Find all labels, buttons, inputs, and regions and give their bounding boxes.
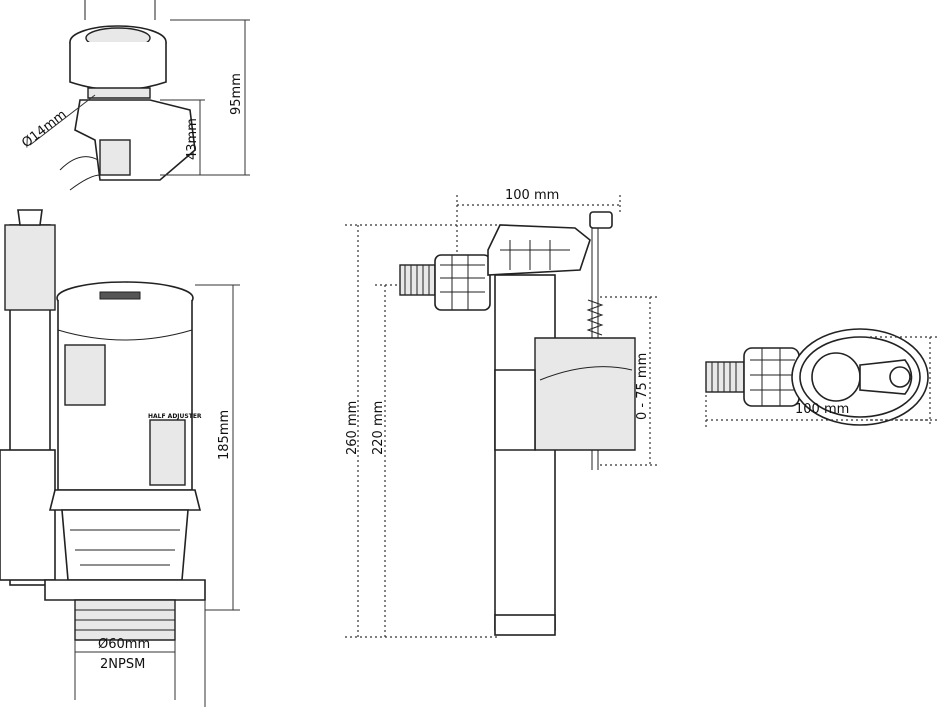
fill-valve-total-height-label: 260 mm xyxy=(345,401,360,455)
push-button-assembly: Ø14mm 43mm 95mm xyxy=(19,0,250,191)
button-small-height-label: 43mm xyxy=(185,118,200,160)
fill-valve-inlet-height-label: 220 mm xyxy=(371,401,386,455)
button-total-height-label: 95mm xyxy=(229,73,244,115)
top-view-width-label: 100 mm xyxy=(795,402,849,417)
fill-valve-top: 100 mm xyxy=(705,328,940,430)
flush-valve-diameter-label: Ø60mm xyxy=(98,637,150,652)
flush-valve-thread-label: 2NPSM xyxy=(100,657,145,672)
flush-valve-height-label: 185mm xyxy=(217,410,232,460)
fill-valve-width-label: 100 mm xyxy=(505,188,559,203)
button-diameter-label: Ø14mm xyxy=(19,107,69,151)
float-range-label: 0 - 75 mm xyxy=(635,353,650,420)
fill-valve-side: 100 mm 260 mm 220 mm 0 - 75 mm xyxy=(345,188,660,638)
flush-valve: HALF ADJUSTER 185mm Ø60mm 2NPSM xyxy=(0,209,240,707)
half-adjuster-label: HALF ADJUSTER xyxy=(148,413,202,420)
